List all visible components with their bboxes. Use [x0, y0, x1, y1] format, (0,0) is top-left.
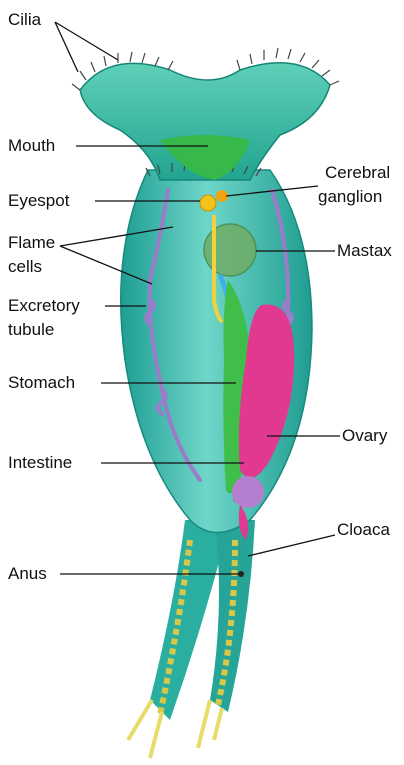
- label-eyespot: Eyespot: [8, 191, 69, 211]
- label-intestine: Intestine: [8, 453, 72, 473]
- label-excretory-tubule-line1: Excretory: [8, 296, 80, 316]
- leader-cloaca: [248, 535, 335, 556]
- label-flame-cells-line1: Flame: [8, 233, 55, 253]
- label-stomach: Stomach: [8, 373, 75, 393]
- eyespot-mark: [200, 195, 216, 211]
- label-ovary: Ovary: [342, 426, 387, 446]
- label-mastax: Mastax: [337, 241, 392, 261]
- leader-cilia: [55, 22, 118, 72]
- label-anus: Anus: [8, 564, 47, 584]
- label-cloaca: Cloaca: [337, 520, 390, 540]
- mastax-structure: [204, 224, 256, 276]
- label-excretory-tubule-line2: tubule: [8, 320, 54, 340]
- anus-mark: [238, 571, 244, 577]
- label-cerebral-ganglion-line2: ganglion: [318, 187, 382, 207]
- bladder: [232, 476, 264, 508]
- tail-foot: [128, 520, 255, 758]
- label-mouth: Mouth: [8, 136, 55, 156]
- label-cilia: Cilia: [8, 10, 41, 30]
- label-flame-cells-line2: cells: [8, 257, 42, 277]
- label-cerebral-ganglion-line1: Cerebral: [325, 163, 390, 183]
